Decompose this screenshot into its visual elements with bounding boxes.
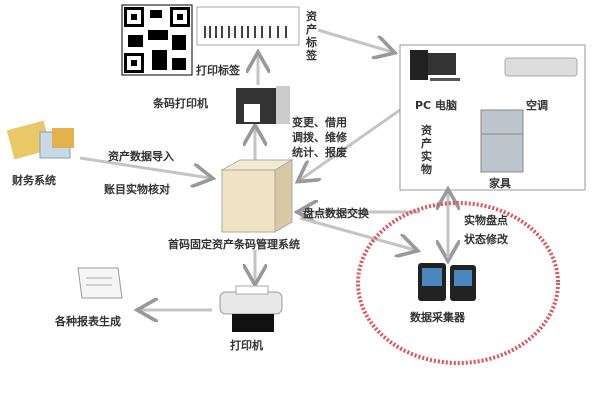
arrow-label-to-assets [317, 28, 392, 52]
collector-label: 数据采集器 [410, 311, 465, 324]
inventory-label: 实物盘点 [464, 214, 508, 227]
arrow-assets-to-system [300, 108, 401, 180]
status-label: 状态修改 [464, 233, 508, 246]
exchange-label: 盘点数据交换 [303, 207, 369, 220]
printer-label: 打印机 [230, 339, 263, 352]
highlight-ellipse [356, 201, 560, 365]
op-line: 调拨、维修 [292, 131, 347, 144]
server-icon [220, 159, 294, 233]
import-label: 资产数据导入 [108, 150, 174, 163]
barcode-printer-icon [236, 86, 290, 124]
system-label: 首码固定资产条码管理系统 [168, 238, 300, 251]
ac-label: 空调 [526, 99, 548, 112]
finance-system-label: 财务系统 [12, 174, 56, 187]
data-collector-icon [418, 263, 476, 301]
printer-icon [219, 285, 283, 332]
report-icon [77, 267, 123, 299]
arrow-system-to-collector [299, 216, 415, 250]
pc-label: PC 电脑 [415, 99, 457, 112]
air-conditioner-icon [504, 57, 578, 77]
operations-list: 变更、借用 调拨、维修 统计、报废 [292, 115, 347, 160]
print-label-text: 打印标签 [196, 64, 240, 77]
op-line: 变更、借用 [292, 116, 347, 129]
pc-icon [410, 50, 460, 81]
arrow-finance-to-system [79, 156, 210, 178]
op-line: 统计、报废 [292, 146, 347, 159]
reports-label: 各种报表生成 [55, 315, 121, 328]
assets-box [399, 44, 586, 191]
furniture-label: 家具 [489, 177, 511, 190]
reconcile-label: 账目实物核对 [104, 183, 170, 196]
physical-assets-label: 资产实物 [421, 124, 432, 176]
asset-label-text: 资产标签 [306, 10, 317, 62]
barcode-printer-label: 条码打印机 [153, 97, 208, 110]
finance-system-icon [6, 120, 74, 160]
furniture-icon [480, 109, 524, 173]
